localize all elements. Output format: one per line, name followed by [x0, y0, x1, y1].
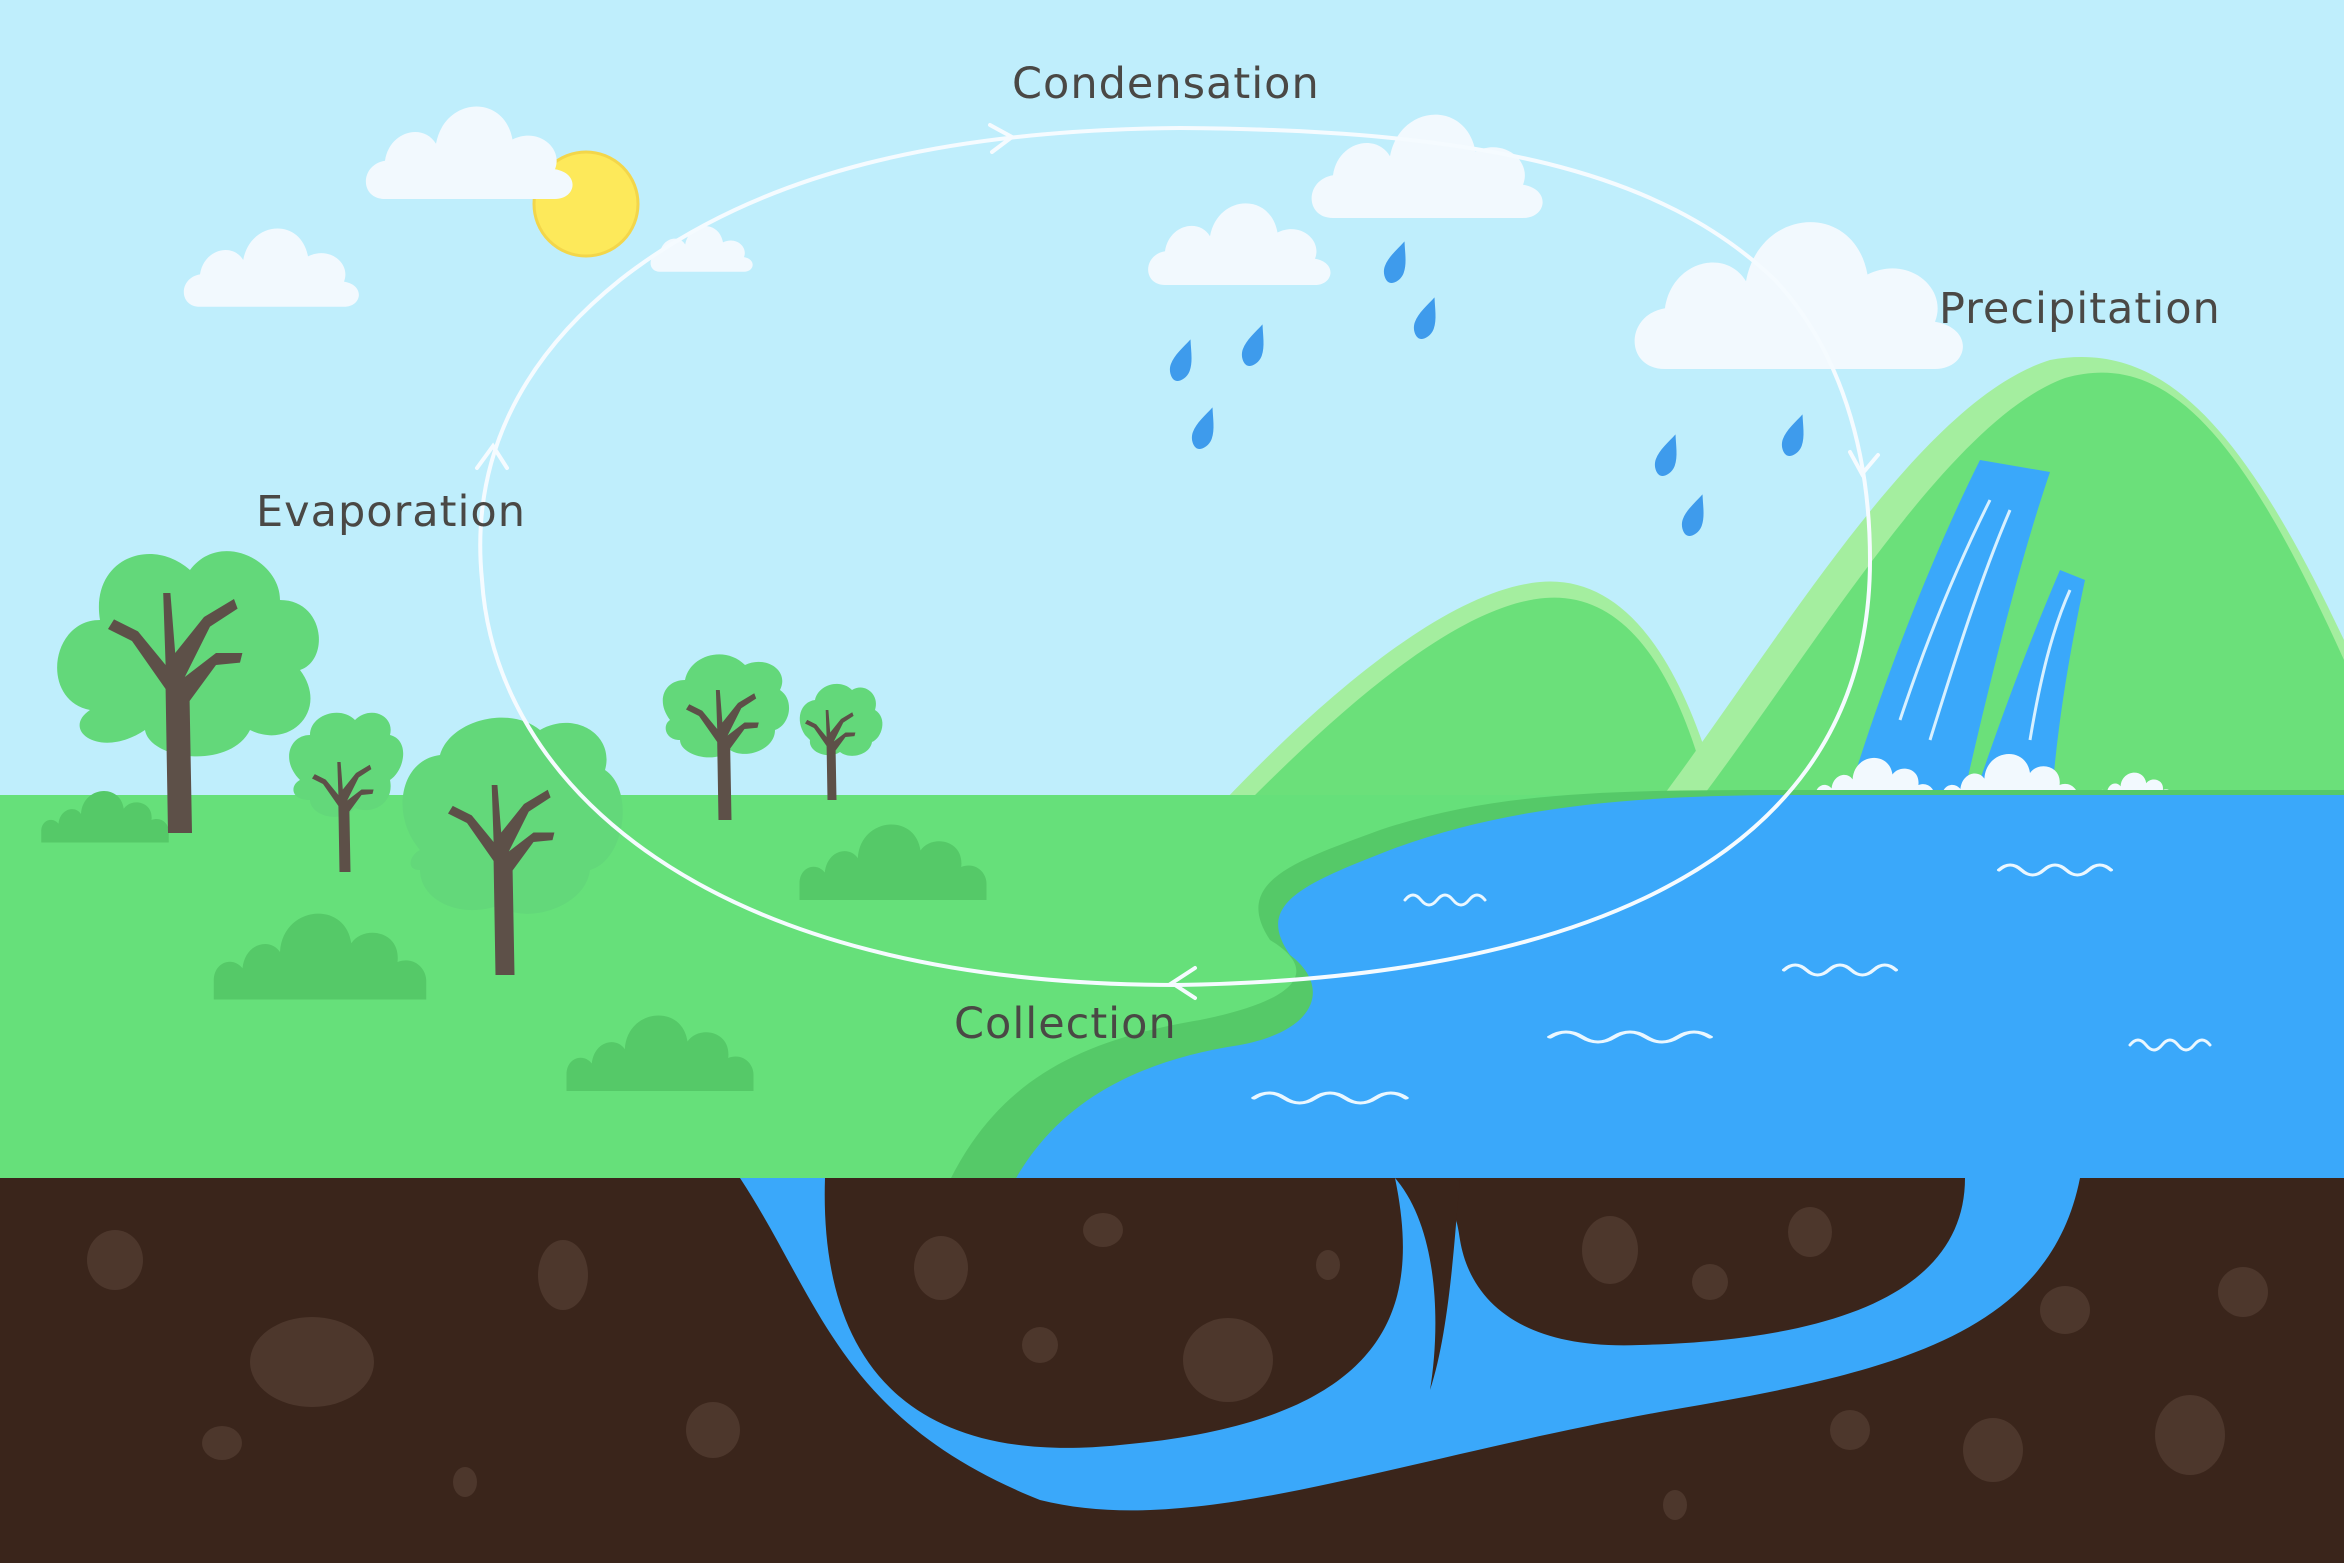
- collection-label: Collection: [954, 999, 1177, 1049]
- soil-stones: [87, 1207, 2268, 1520]
- groundwater: [740, 1178, 2080, 1511]
- evaporation-label: Evaporation: [256, 487, 526, 537]
- lake: [1015, 795, 2344, 1180]
- cycle-arrow-icon: [1168, 966, 1197, 1000]
- cycle-arrow-icon: [1848, 450, 1880, 478]
- tree: [799, 683, 883, 800]
- water-cycle-loop: [478, 125, 1873, 988]
- hill-right: [1700, 372, 2344, 800]
- precipitation-label: Precipitation: [1939, 284, 2221, 334]
- hill-left: [1250, 597, 1710, 800]
- tree: [289, 712, 404, 872]
- condensation-label: Condensation: [1012, 59, 1320, 109]
- tree: [402, 717, 623, 975]
- cycle-arrow-icon: [988, 123, 1016, 154]
- waterfall: [1850, 460, 2085, 795]
- cycle-arrow-icon: [475, 442, 509, 470]
- tree: [662, 654, 790, 820]
- tree: [57, 551, 319, 833]
- groundwater-pocket-divider: [1395, 1178, 1460, 1390]
